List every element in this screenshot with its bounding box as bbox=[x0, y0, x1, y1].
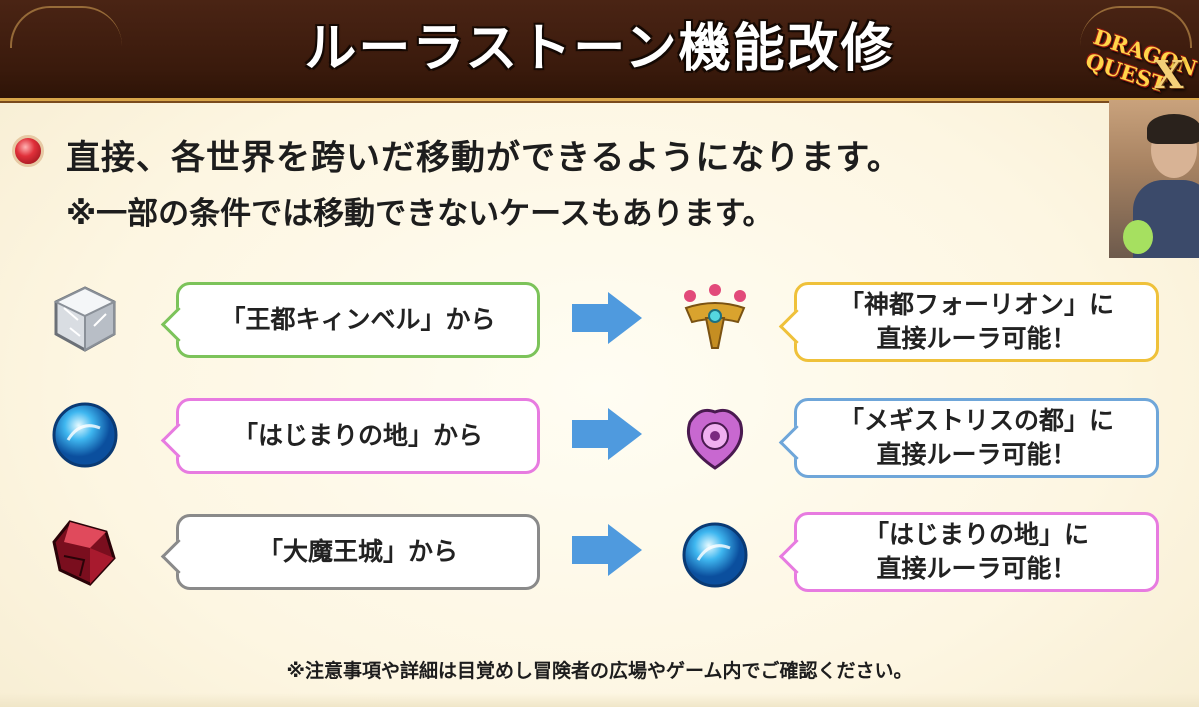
destination-label: 「メギストリスの都」に bbox=[838, 406, 1114, 436]
purple-emblem-icon bbox=[687, 408, 743, 470]
note-text: ※一部の条件では移動できないケースもあります。 bbox=[66, 196, 774, 232]
headline: 直接、各世界を跨いだ移動ができるようになります。 bbox=[66, 138, 902, 178]
source-bubble-3: 「大魔王城」から bbox=[160, 514, 540, 590]
destination-note: 直接ルーラ可能！ bbox=[876, 324, 1077, 353]
source-bubble-2: 「はじまりの地」から bbox=[160, 398, 540, 474]
arrow-right-icon bbox=[572, 524, 642, 576]
destination-note: 直接ルーラ可能！ bbox=[876, 554, 1077, 583]
red-gem-icon bbox=[52, 520, 116, 586]
destination-bubble-1: 「神都フォーリオン」に 直接ルーラ可能！ bbox=[778, 282, 1159, 362]
arrow-right-icon bbox=[572, 292, 642, 344]
game-logo: DRAGON QUEST X bbox=[1083, 20, 1199, 97]
destination-note: 直接ルーラ可能！ bbox=[876, 440, 1077, 469]
destination-bubble-2: 「メギストリスの都」に 直接ルーラ可能！ bbox=[778, 398, 1159, 478]
golden-crest-icon bbox=[684, 284, 746, 349]
crystal-cube-icon bbox=[53, 286, 117, 352]
arrow-right-icon bbox=[572, 408, 642, 460]
presenter-hair bbox=[1147, 114, 1199, 144]
blue-orb-icon bbox=[682, 522, 748, 588]
source-bubble-1: 「王都キィンベル」から bbox=[160, 282, 540, 358]
header-banner: ルーラストーン機能改修 bbox=[0, 0, 1199, 101]
slime-mascot bbox=[1123, 220, 1153, 254]
logo-mark: X bbox=[1154, 52, 1184, 97]
page-title: ルーラストーン機能改修 bbox=[304, 19, 895, 79]
bottom-shade bbox=[0, 693, 1199, 707]
destination-bubble-3: 「はじまりの地」に 直接ルーラ可能！ bbox=[778, 512, 1159, 592]
webcam-overlay bbox=[1109, 100, 1199, 258]
source-label: 「はじまりの地」から bbox=[232, 421, 483, 451]
source-label: 「王都キィンベル」から bbox=[220, 305, 496, 335]
source-label: 「大魔王城」から bbox=[257, 537, 458, 567]
footer-note: ※注意事項や詳細は目覚めし冒険者の広場やゲーム内でご確認ください。 bbox=[286, 660, 913, 682]
destination-label: 「神都フォーリオン」に bbox=[838, 290, 1114, 320]
bullet-icon bbox=[12, 135, 44, 167]
destination-label: 「はじまりの地」に bbox=[863, 520, 1089, 550]
blue-orb-icon bbox=[52, 402, 118, 468]
